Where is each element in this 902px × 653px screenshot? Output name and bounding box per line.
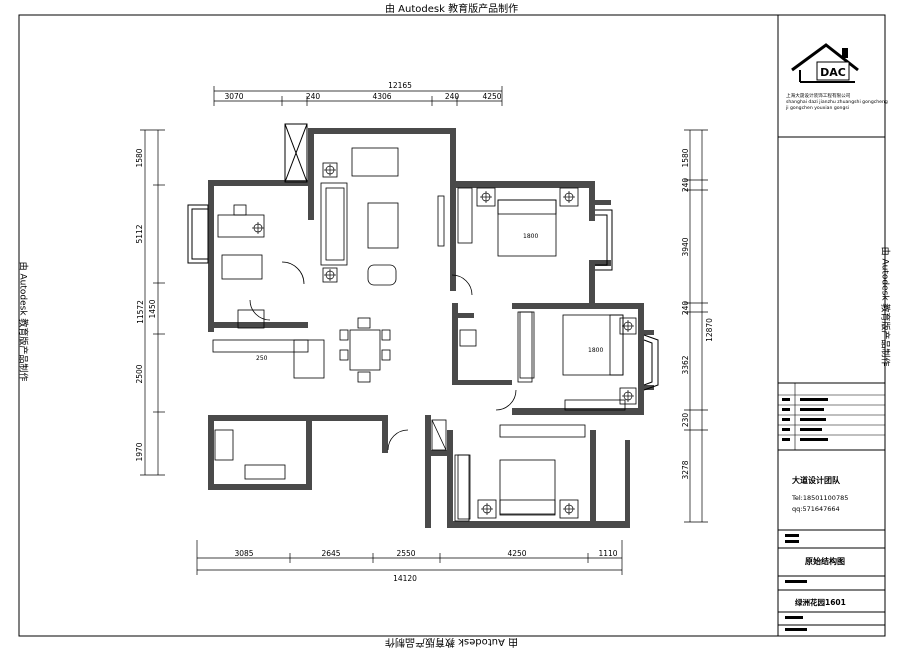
dim-bottom-1: 3085: [234, 549, 253, 558]
dim-right-4: 240: [681, 301, 690, 316]
dim-right-5: 3362: [681, 355, 690, 374]
dac-logo-icon: [791, 43, 859, 83]
dim-right-1: 1580: [681, 148, 690, 167]
dim-bottom-5: 1110: [598, 549, 617, 558]
lamp-icons: [252, 164, 634, 515]
left-balcony: [187, 204, 209, 264]
top-window: [284, 123, 308, 183]
project-name: 绿洲花园1601: [795, 597, 846, 607]
dim-top-3: 4306: [372, 92, 391, 101]
design-team: 大道设计团队: [792, 475, 841, 485]
dim-bottom-2: 2645: [321, 549, 340, 558]
dim-left-4: 2500: [135, 364, 144, 383]
logo-text: DAC: [820, 66, 846, 79]
dimension-lines: [140, 86, 708, 575]
dim-right-7: 3278: [681, 460, 690, 479]
dim-bottom-total: 14120: [393, 574, 417, 583]
contact-qq: qq:571647664: [792, 505, 840, 513]
dim-bottom-3: 2550: [396, 549, 415, 558]
company-line3: ji gongchen youxian gongsi: [785, 105, 849, 111]
dim-top-total: 12165: [388, 81, 412, 90]
furniture: [212, 147, 637, 522]
dim-left-1: 1580: [135, 148, 144, 167]
company-line2: shanghai dazi jianzhu zhuangshi gongchen…: [786, 99, 888, 105]
dim-left-2: 5112: [135, 224, 144, 243]
bed1-size-label: 1800: [523, 233, 538, 240]
right-bay-windows: [595, 209, 659, 391]
dim-bottom-4: 4250: [507, 549, 526, 558]
dim-top-1: 3070: [224, 92, 243, 101]
drawing-name: 原始结构图: [805, 556, 845, 566]
dim-right-2: 240: [681, 178, 690, 193]
walls: [208, 128, 654, 528]
dim-left-5: 1970: [135, 442, 144, 461]
dim-top-5: 4250: [482, 92, 501, 101]
dim-right-total: 12870: [705, 318, 714, 342]
schedule-text-bars: [782, 398, 828, 631]
dim-top-2: 240: [306, 92, 321, 101]
sheet-border: [18, 14, 886, 637]
dim-top-4: 240: [445, 92, 460, 101]
dim-right-3: 3940: [681, 237, 690, 256]
dim-left-total: 11572: [136, 300, 145, 324]
watermark-top: 由 Autodesk 教育版产品制作: [385, 4, 519, 15]
contact-tel: Tel:18501100785: [791, 494, 848, 502]
dim-right-6: 230: [681, 413, 690, 428]
title-block: DAC 上海大晟设计装饰工程有限公司 shanghai dazi jianzhu…: [778, 43, 888, 631]
bed2-size-label: 1800: [588, 347, 603, 354]
kitchen-label: 250: [256, 355, 268, 362]
company-line1: 上海大晟设计装饰工程有限公司: [786, 92, 851, 99]
dim-left-3: 1450: [148, 299, 157, 318]
schedule-rows: [778, 383, 885, 450]
window-marks: [431, 311, 533, 520]
door-swings: [249, 261, 517, 451]
